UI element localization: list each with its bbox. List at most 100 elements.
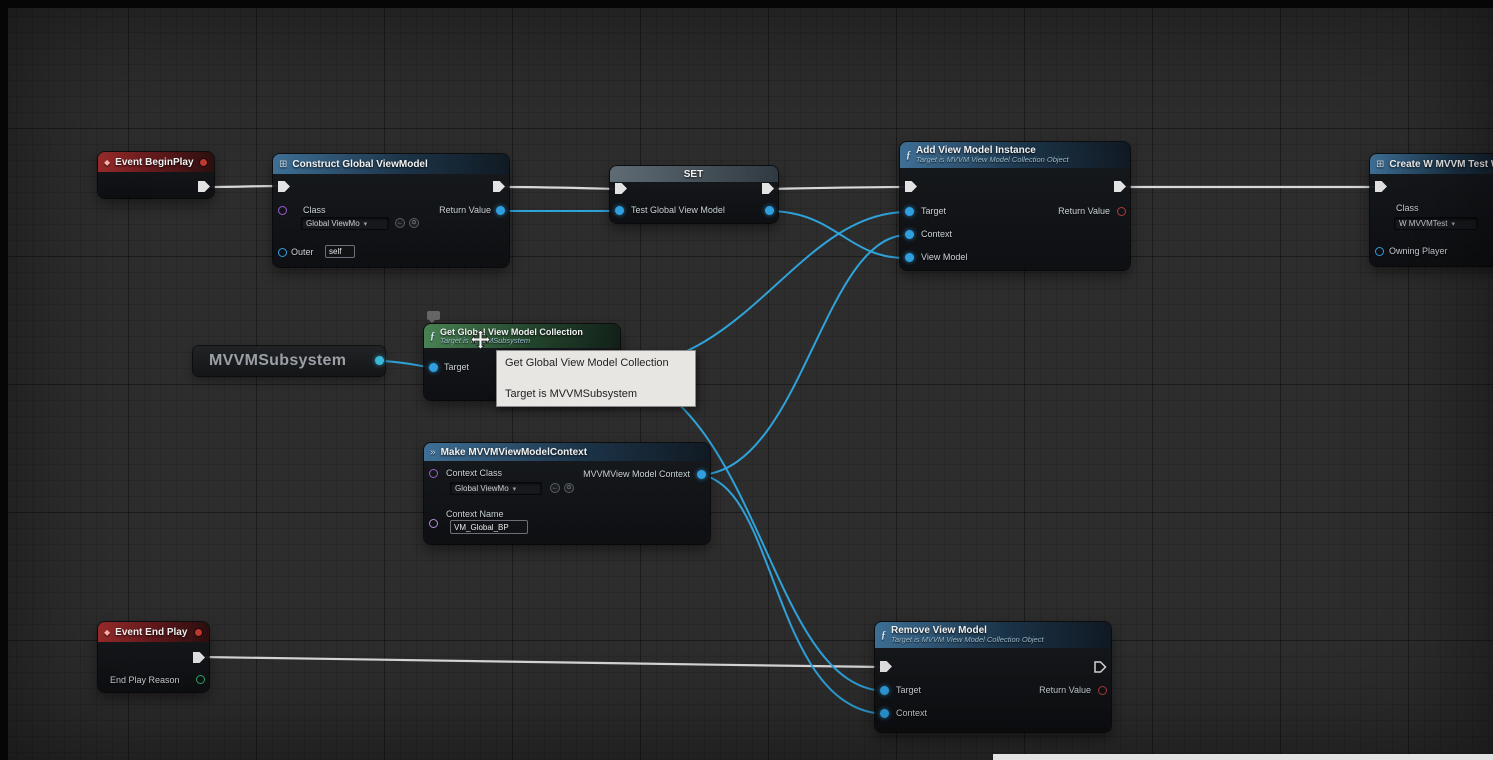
node-subtitle: Target is MVVM View Model Collection Obj…: [891, 635, 1044, 645]
wire-exec-set-addviewmodel[interactable]: [768, 185, 908, 191]
outer-pin[interactable]: [278, 248, 287, 257]
wire-data-collection-addtarget[interactable]: [612, 211, 906, 369]
exec-out-pin[interactable]: [1114, 181, 1126, 192]
end-play-reason-label: End Play Reason: [110, 675, 180, 685]
node-event-end-play[interactable]: ◆ Event End Play End Play Reason: [98, 622, 209, 692]
node-title: Make MVVMViewModelContext: [440, 446, 588, 458]
exec-out-pin[interactable]: [493, 181, 505, 192]
context-class-dropdown[interactable]: Global ViewMo ▾: [450, 482, 542, 495]
class-dropdown[interactable]: W MVVMTest ▾: [1394, 217, 1478, 230]
return-value-pin[interactable]: [496, 206, 505, 215]
exec-in-pin[interactable]: [905, 181, 917, 192]
context-pin[interactable]: [905, 230, 914, 239]
exec-out-pin[interactable]: [1094, 661, 1107, 673]
node-add-view-model-instance[interactable]: ƒ Add View Model Instance Target is MVVM…: [900, 142, 1130, 270]
variable-label: Test Global View Model: [631, 205, 725, 215]
node-event-beginplay[interactable]: ◆ Event BeginPlay: [98, 152, 214, 198]
delegate-pin[interactable]: [200, 158, 207, 166]
context-class-pin[interactable]: [429, 469, 438, 478]
value-out-pin[interactable]: [765, 206, 774, 215]
event-icon: ◆: [104, 157, 111, 167]
node-header: ⊞ Create W MVVM Test W: [1370, 154, 1493, 174]
function-icon: ƒ: [881, 629, 886, 641]
node-header: ƒ Remove View Model Target is MVVM View …: [875, 622, 1111, 648]
wire-exec-construct-set[interactable]: [500, 185, 620, 191]
node-create-widget[interactable]: ⊞ Create W MVVM Test W Class W MVVMTest …: [1370, 154, 1493, 266]
context-name-input[interactable]: [450, 520, 528, 534]
wire-data-set-viewmodel[interactable]: [769, 210, 906, 259]
target-label: Target: [921, 206, 947, 216]
class-dropdown-value: Global ViewMo: [306, 219, 360, 228]
function-icon: ƒ: [430, 330, 435, 342]
node-subtitle: Target is MVVM View Model Collection Obj…: [916, 155, 1069, 165]
target-pin[interactable]: [429, 363, 438, 372]
node-remove-view-model[interactable]: ƒ Remove View Model Target is MVVM View …: [875, 622, 1111, 732]
tooltip-line-1: Get Global View Model Collection: [505, 357, 669, 369]
video-progress-bar[interactable]: [993, 754, 1493, 760]
use-selected-icon[interactable]: ←: [550, 483, 560, 493]
tooltip: Get Global View Model Collection Target …: [496, 350, 696, 407]
context-name-pin[interactable]: [429, 519, 438, 528]
wire-exec-beginplay-construct[interactable]: [205, 184, 282, 189]
chevron-down-icon: ▾: [512, 485, 517, 493]
event-icon: ◆: [104, 627, 111, 637]
wire-data-context-removecontext[interactable]: [700, 474, 886, 715]
class-dropdown[interactable]: Global ViewMo ▾: [301, 217, 389, 230]
node-make-mvvm-viewmodel-context[interactable]: » Make MVVMViewModelContext Context Clas…: [424, 443, 710, 544]
letterbox-top: [0, 0, 1493, 8]
node-set-test-global-view-model[interactable]: SET Test Global View Model: [610, 166, 778, 223]
node-construct-global-viewmodel[interactable]: ⊞ Construct Global ViewModel Class Retur…: [273, 154, 509, 267]
node-title: Construct Global ViewModel: [292, 158, 428, 170]
node-header: SET: [610, 166, 778, 182]
class-pin[interactable]: [278, 206, 287, 215]
target-label: Target: [896, 685, 922, 695]
output-label: MVVMView Model Context: [583, 469, 690, 479]
return-value-pin[interactable]: [1117, 207, 1126, 216]
return-value-pin[interactable]: [1098, 686, 1107, 695]
node-header: ◆ Event End Play: [98, 622, 209, 642]
context-out-pin[interactable]: [697, 470, 706, 479]
target-pin[interactable]: [880, 686, 889, 695]
class-dropdown-value: Global ViewMo: [455, 484, 509, 493]
wire-exec-endplay-removeviewmodel[interactable]: [201, 655, 884, 669]
node-title: Remove View Model: [891, 624, 987, 636]
construct-icon: ⊞: [279, 158, 288, 170]
node-header: ƒ Get Global View Model Collection Targe…: [424, 324, 620, 348]
node-title: SET: [683, 168, 704, 180]
exec-in-pin[interactable]: [615, 183, 627, 194]
widget-icon: ⊞: [1376, 158, 1385, 170]
view-model-label: View Model: [921, 252, 968, 262]
exec-in-pin[interactable]: [278, 181, 290, 192]
return-value-label: Return Value: [1058, 206, 1110, 216]
node-get-global-view-model-collection[interactable]: ƒ Get Global View Model Collection Targe…: [424, 324, 620, 400]
subsystem-out-pin[interactable]: [375, 356, 384, 365]
owning-player-pin[interactable]: [1375, 247, 1384, 256]
context-pin[interactable]: [880, 709, 889, 718]
outer-label: Outer: [291, 247, 314, 257]
browse-icon[interactable]: ⊙: [564, 483, 574, 493]
end-play-reason-pin[interactable]: [196, 675, 205, 684]
outer-value-input[interactable]: [325, 245, 355, 258]
chevron-down-icon: ▾: [1451, 220, 1455, 228]
wire-data-context-addcontext[interactable]: [700, 234, 906, 476]
return-value-label: Return Value: [439, 205, 491, 215]
letterbox-left: [0, 0, 8, 760]
target-pin[interactable]: [905, 207, 914, 216]
node-header: » Make MVVMViewModelContext: [424, 443, 710, 461]
exec-in-pin[interactable]: [1375, 181, 1387, 192]
make-struct-icon: »: [430, 446, 436, 458]
exec-out-pin[interactable]: [762, 183, 774, 194]
class-dropdown-value: W MVVMTest: [1399, 219, 1448, 228]
browse-icon[interactable]: ⊙: [409, 218, 419, 228]
exec-out-pin[interactable]: [193, 652, 205, 663]
use-selected-icon[interactable]: ←: [395, 218, 405, 228]
variable-title: MVVMSubsystem: [209, 352, 347, 369]
node-get-mvvm-subsystem[interactable]: MVVMSubsystem: [193, 346, 385, 376]
value-in-pin[interactable]: [615, 206, 624, 215]
exec-in-pin[interactable]: [880, 661, 892, 672]
view-model-pin[interactable]: [905, 253, 914, 262]
exec-out-pin[interactable]: [198, 181, 210, 192]
delegate-pin[interactable]: [195, 628, 202, 636]
